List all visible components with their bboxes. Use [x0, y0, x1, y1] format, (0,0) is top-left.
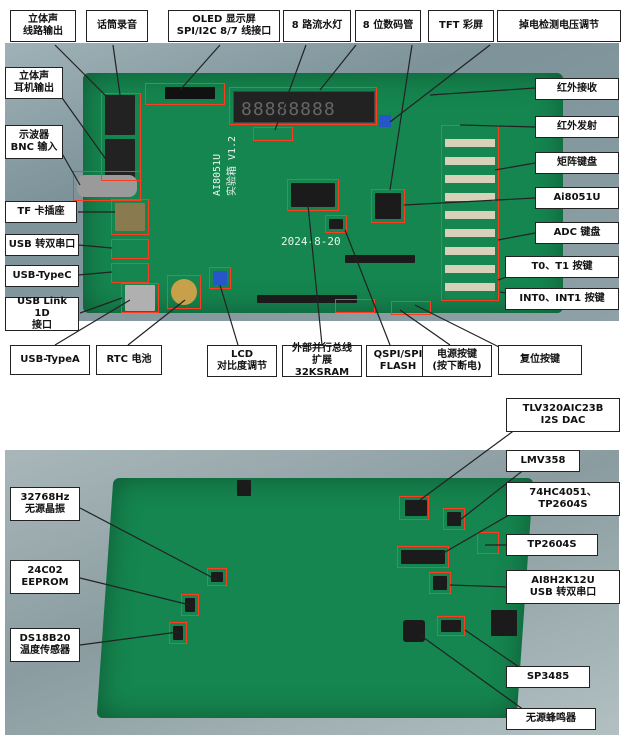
hl-flash: [325, 215, 347, 233]
hl-tp2604: [477, 532, 499, 554]
ai8h2k-chip: [433, 576, 447, 590]
label-int-keys: INT0、INT1 按键: [505, 288, 619, 310]
hl-hc4051: [397, 546, 449, 568]
label-eeprom: 24C02 EEPROM: [10, 560, 80, 594]
label-mcu: Ai8051U: [535, 187, 619, 209]
label-buzzer: 无源蜂鸣器: [506, 708, 596, 730]
hl-eeprom: [181, 594, 199, 616]
hl-usb-dual: [111, 239, 149, 259]
hl-qspi: [335, 299, 375, 313]
label-crystal: 32768Hz 无源晶振: [10, 487, 80, 521]
board-model: AI8051U 实验箱 V1.2: [212, 135, 239, 197]
label-ds18b20: DS18B20 温度传感器: [10, 628, 80, 662]
label-usb-dual: USB 转双串口: [5, 234, 79, 256]
hc4051-chip: [401, 550, 445, 564]
hl-tf: [111, 199, 149, 235]
label-stereo-line-out: 立体声 线路输出: [10, 10, 76, 42]
hl-sram: [287, 179, 339, 211]
board-date: 2024-8-20: [281, 235, 341, 248]
label-qspi: QSPI/SPI FLASH: [366, 345, 430, 377]
bottom-pcb: [96, 478, 534, 718]
hl-jacks: [101, 93, 141, 181]
label-lmv358: LMV358: [506, 450, 580, 472]
label-tp2604s: TP2604S: [506, 534, 598, 556]
label-matrix-key: 矩阵键盘: [535, 152, 619, 174]
label-t0t1: T0、T1 按键: [505, 256, 619, 278]
hl-dac: [399, 496, 429, 520]
label-sp3485: SP3485: [506, 666, 590, 688]
label-power-key: 电源按键 (按下断电): [422, 345, 492, 377]
label-rtc: RTC 电池: [96, 345, 162, 375]
label-oled: OLED 显示屏 SPI/I2C 8/7 线接口: [168, 10, 280, 42]
label-ir-rx: 红外接收: [535, 78, 619, 100]
key-column: [445, 129, 495, 299]
mcu-chip: [375, 193, 401, 219]
hl-keypad: [441, 125, 499, 301]
label-dac: TLV320AIC23B I2S DAC: [506, 398, 620, 432]
sram-chip: [291, 183, 335, 207]
hl-rtc: [167, 275, 201, 309]
sp3485-chip: [441, 620, 461, 632]
tf-slot-part: [115, 203, 145, 231]
label-stereo-ear: 立体声 耳机输出: [5, 67, 63, 99]
hl-ai8h2k: [429, 572, 451, 594]
label-bus-sram: 外部并行总线 扩展 32KSRAM: [282, 343, 362, 378]
ic-top: [237, 480, 251, 496]
hl-usbc: [111, 263, 149, 283]
flash-chip: [329, 219, 343, 229]
hl-ds18b20: [169, 622, 187, 644]
label-ir-tx: 红外发射: [535, 116, 619, 138]
hl-oled: [145, 83, 225, 105]
label-ai8h2k: AI8H2K12U USB 转双串口: [506, 570, 620, 604]
hl-keys: [391, 301, 431, 315]
buzzer-part: [403, 620, 425, 642]
hl-usba: [121, 283, 159, 313]
dac-chip: [405, 500, 427, 516]
label-lcd-contrast: LCD 对比度调节: [207, 345, 277, 377]
connector-chip: [491, 610, 517, 636]
lcd-pot-part: [213, 271, 227, 285]
hl-bnc: [73, 171, 141, 201]
hl-leds: [253, 127, 293, 141]
hl-sp3485: [437, 616, 465, 636]
hl-lcd-pot: [209, 267, 231, 289]
label-tf-slot: TF 卡插座: [5, 201, 77, 223]
hl-lmv: [443, 508, 465, 530]
label-adc-key: ADC 键盘: [535, 222, 619, 244]
bottom-header: [257, 295, 357, 303]
label-mic-record: 话筒录音: [86, 10, 148, 42]
power-pot-part: [379, 115, 391, 127]
hl-crystal: [207, 568, 227, 586]
label-usb-c: USB-TypeC: [5, 265, 79, 287]
label-power-detect: 掉电检测电压调节: [497, 10, 621, 42]
label-usb-a: USB-TypeA: [10, 345, 90, 375]
label-reset-key: 复位按键: [498, 345, 582, 375]
lcd-header: [345, 255, 415, 263]
top-board-photo: 88888888 2024-8-20 AI8051U 实验箱 V1.2: [5, 43, 619, 321]
label-hc4051: 74HC4051、 TP2604S: [506, 482, 620, 516]
label-seg8: 8 位数码管: [355, 10, 421, 42]
hl-seg: [229, 87, 377, 125]
hl-mcu: [371, 189, 405, 223]
label-osc-bnc: 示波器 BNC 输入: [5, 125, 63, 159]
label-led8: 8 路流水灯: [283, 10, 351, 42]
label-usb-link: USB Link 1D 接口: [5, 296, 79, 331]
label-tft: TFT 彩屏: [428, 10, 494, 42]
